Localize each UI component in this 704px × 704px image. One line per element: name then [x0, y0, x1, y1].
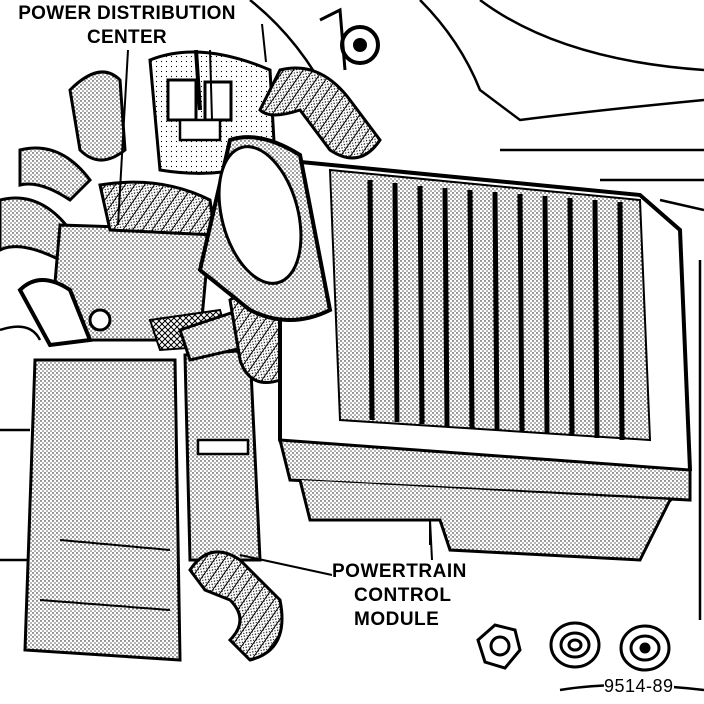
pcm-label-line-2: CONTROL [354, 585, 452, 606]
leader-pdc-left [117, 49, 129, 226]
leader-pcm-left [239, 554, 333, 576]
pdc-label-line-1: POWER DISTRIBUTION [18, 3, 236, 24]
filter-ribs [367, 179, 625, 441]
corrugated-hose-lower [188, 550, 284, 662]
left-hoses [0, 70, 127, 263]
washer [619, 624, 671, 672]
leader-lines [117, 23, 431, 576]
fasteners [476, 621, 671, 672]
intake-elbow [197, 135, 333, 322]
figure-number: 9514-89 [604, 676, 674, 697]
leader-pdc-right [261, 23, 267, 63]
air-cleaner-housing [278, 157, 693, 562]
pcm-label-line-1: POWERTRAIN [332, 561, 467, 582]
pdc-label-line-2: CENTER [87, 27, 167, 48]
power-distribution-center-label: POWER DISTRIBUTION CENTER [4, 2, 250, 50]
top-bracket [319, 7, 380, 71]
hex-nut [476, 623, 522, 670]
powertrain-control-module-label: POWERTRAIN CONTROL MODULE [332, 560, 466, 632]
spring-clip [549, 621, 601, 669]
pcm-label-line-3: MODULE [354, 609, 440, 630]
